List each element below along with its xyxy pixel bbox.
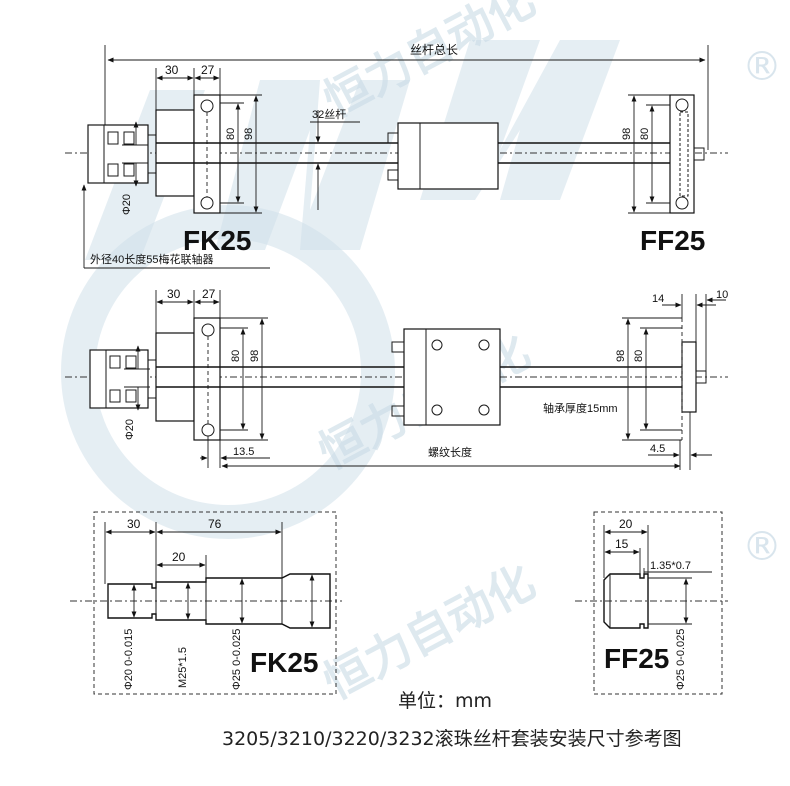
drawing-title: 3205/3210/3220/3232滚珠丝杆套装安装尺寸参考图 [222,728,682,750]
registered-mark-2: ® [742,524,782,570]
v1-dia-phi20: Φ20 [121,194,133,215]
ff-detail-name: FF25 [604,643,669,674]
v2-bearing-note: 轴承厚度15mm [543,401,618,415]
v2-dim-4-5: 4.5 [650,443,665,455]
v1-dim-30: 30 [165,63,179,77]
v2-dim-10: 10 [716,289,728,301]
v1-dim-98-left: 98 [243,128,255,140]
v1-coupling-note: 外径40长度55梅花联轴器 [90,252,213,266]
v1-right-support-name: FF25 [640,225,705,256]
detail-ff25: 20 15 1.35*0.7 Φ25 0-0.025 FF25 [575,511,728,695]
fk-dim-76: 76 [208,517,222,531]
ff-dia-25-tol: Φ25 0-0.025 [675,629,687,690]
v1-dim-27: 27 [201,63,215,77]
ff-dim-15: 15 [615,537,629,551]
watermark-chinese-3: 恒力自动化 [315,554,543,710]
v1-dim-98-right: 98 [621,128,633,140]
unit-label: 单位：mm [398,690,492,712]
v2-dia-phi20: Φ20 [124,419,136,440]
fk-dim-30: 30 [127,517,141,531]
ff-dim-20: 20 [619,517,633,531]
fk-detail-name: FK25 [250,647,318,678]
v1-dim-80-right: 80 [639,128,651,140]
v2-thread-length: 螺纹长度 [428,445,472,459]
registered-mark: ® [742,44,782,90]
fk-thread: M25*1.5 [177,647,189,688]
v2-dim-27: 27 [202,287,216,301]
ff-groove: 1.35*0.7 [650,560,691,572]
v2-dim-14: 14 [652,293,664,305]
v2-dim-30: 30 [167,287,181,301]
v2-dim-13-5: 13.5 [233,446,254,458]
view1-assembly: 丝杆总长 30 27 [65,43,728,269]
total-length-label: 丝杆总长 [410,43,458,57]
v1-left-support-name: FK25 [183,225,251,256]
v1-screw-label: 32丝杆 [312,107,346,121]
fk-dia-25-tol: Φ25 0-0.025 [231,629,243,690]
v2-dim-98-left: 98 [249,350,261,362]
fk-dim-20: 20 [172,550,186,564]
fk-dia-20-tol: Φ20 0-0.015 [123,629,135,690]
view2-assembly: 30 27 80 98 14 10 98 80 Φ20 [65,287,728,470]
detail-fk25: 30 76 20 Φ20 0-0.015 M25*1.5 Φ25 0-0.025… [70,511,342,695]
v2-dim-80-right: 80 [633,350,645,362]
v1-dim-80-left: 80 [225,128,237,140]
v2-dim-98-right: 98 [615,350,627,362]
v2-dim-80-left: 80 [230,350,242,362]
